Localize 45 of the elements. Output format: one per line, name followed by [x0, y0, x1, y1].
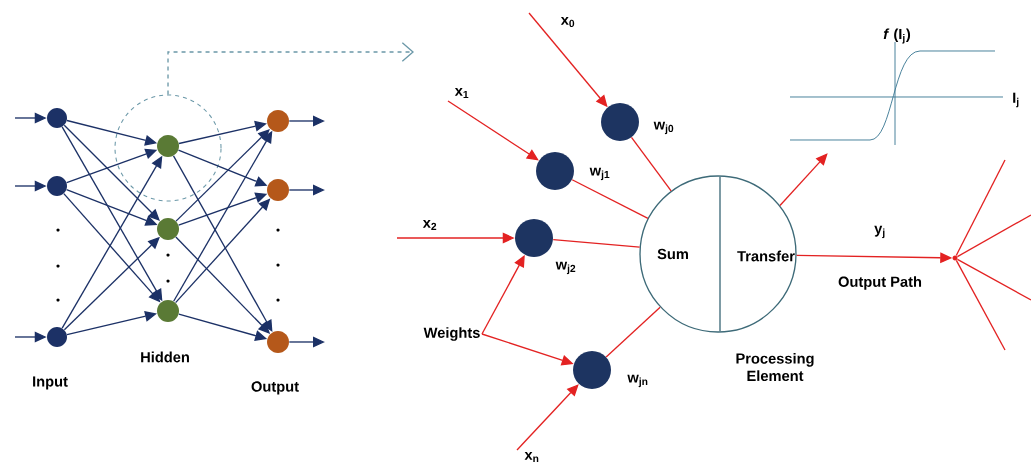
edge-label: x$_{0}$: [559, 15, 577, 29]
connector-line: [552, 239, 641, 248]
neuron-circle: [157, 218, 179, 240]
connector-line: [955, 159, 1006, 257]
edge-label: x$_{2}$: [421, 218, 439, 232]
arrow: [447, 100, 539, 161]
node-label: w$_{j2}$: [555, 261, 576, 275]
edge-label: x$_{1}$: [453, 86, 471, 100]
connector-line: [956, 258, 1031, 301]
arrow: [288, 115, 325, 127]
sigmoid-graph-drawing: f (I$_{j}$) I$_{j}$: [789, 28, 1019, 146]
column-label: Output Path: [838, 276, 922, 290]
edge-label: x$_{n}$: [523, 450, 541, 464]
column-label: Input: [33, 376, 68, 390]
node-label: w$_{j0}$: [653, 121, 674, 135]
connector-line: [605, 306, 661, 358]
column-label: Hidden: [141, 351, 189, 363]
arrow: [288, 336, 325, 348]
node-label: Processing Element: [736, 352, 814, 382]
arrow: [779, 153, 828, 207]
node-label: w$_{j1}$: [589, 167, 610, 181]
neuron-circle: [157, 135, 179, 157]
dashed-arrow: [167, 42, 414, 96]
node-label: Transfer: [737, 250, 795, 262]
arrow: [63, 124, 160, 221]
connector-line: [956, 214, 1031, 258]
edge-label: y$_{j}$: [872, 224, 888, 240]
neuron-circle: [157, 300, 179, 322]
arrow: [481, 255, 525, 335]
neuron-circle: [267, 179, 289, 201]
connector-line: [630, 136, 672, 192]
node-label: w$_{jn}$: [627, 374, 648, 388]
column-label: Output: [251, 381, 299, 395]
neuron-circle: [267, 331, 289, 353]
arrow: [178, 120, 267, 145]
arrow: [288, 184, 325, 196]
arrow: [516, 384, 579, 451]
label-text: Weights: [423, 327, 480, 341]
neuron-circle: [267, 110, 289, 132]
connector-line: [955, 259, 1006, 351]
arrow: [66, 310, 157, 336]
node-label: Sum: [657, 248, 688, 260]
highlight-circle: [114, 94, 222, 202]
connector-line: [571, 179, 649, 219]
junction-point: [952, 255, 958, 261]
